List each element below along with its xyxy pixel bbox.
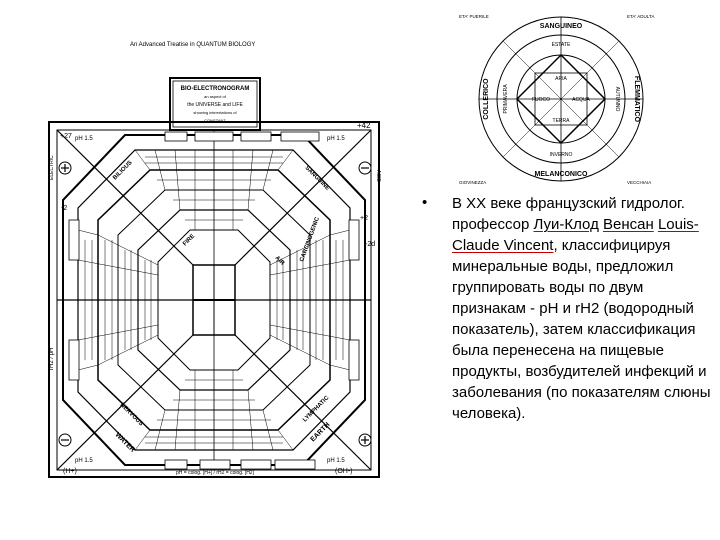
side-label-bottom-left: (H+)	[63, 468, 77, 475]
left-scale-label: -2	[61, 205, 67, 212]
element-left: FUOCO	[532, 97, 550, 103]
temperaments-diagram: SANGUINEO MELANCONICO COLLERICO FLEMMATI…	[455, 10, 667, 188]
season-bottom: INVERNO	[550, 152, 573, 158]
temperament-bottom: MELANCONICO	[535, 171, 588, 178]
title-box-line2: an aspect of	[204, 94, 227, 99]
temperament-left: COLLERICO	[483, 78, 490, 120]
bullet-marker: •	[422, 194, 428, 211]
link-louis-claude-ru[interactable]: Луи-Клод	[533, 216, 599, 233]
right-mid-label: +42	[357, 121, 371, 130]
bio-electronogram-figure: An Advanced Treatise in QUANTUM BIOLOGY …	[35, 40, 393, 480]
age-bottom-right: VECCHIAIA	[627, 180, 651, 185]
temperament-right: FLEMMATICO	[633, 76, 640, 123]
side-label-right: ACID	[375, 170, 381, 182]
element-right: ACQUA	[572, 97, 590, 103]
bullet-text-part1: В XX веке французский гидролог. профессо…	[452, 195, 685, 233]
right-scale-label: +2	[360, 215, 368, 222]
bullet-text: В XX веке французский гидролог. профессо…	[452, 193, 714, 424]
title-box-line3: the UNIVERSE and LIFE	[187, 102, 243, 108]
side-label-left: ELECTRIC	[49, 155, 55, 180]
age-top-right: ETA' ADULTA	[627, 14, 654, 19]
title-box-line4: showing interrelations of	[193, 110, 237, 115]
season-right: AUTUNNO	[614, 87, 620, 112]
temperament-top: SANGUINEO	[540, 23, 583, 30]
element-bottom: TERRA	[553, 118, 571, 124]
link-vincent-ru[interactable]: Венсан	[603, 216, 654, 233]
corner-label-top-left: pH 1.5	[75, 136, 93, 142]
side-label-bottom: rH2 / pH	[49, 348, 55, 370]
corner-label-top-right: pH 1.5	[327, 136, 345, 142]
corner-label-bottom-left: pH 1.5	[75, 458, 93, 464]
figure-caption: An Advanced Treatise in QUANTUM BIOLOGY	[130, 42, 255, 48]
bullet-text-part4: , классифицируя минеральные воды, предло…	[452, 237, 711, 422]
age-top-left: ETA' PUERILE	[459, 14, 489, 19]
link-louis-claude-vincent[interactable]: Louis-Claude Vincent	[452, 216, 699, 254]
season-top: ESTATE	[552, 42, 571, 48]
left-mid-label: +27	[60, 133, 72, 140]
bottom-formula: pH = colog. [H+] / rH2 = colog. [H2]	[176, 470, 255, 476]
age-bottom-left: GIOVINEZZA	[459, 180, 486, 185]
title-box-line5: CONSTANT	[204, 118, 226, 123]
corner-label-bottom-right: pH 1.5	[327, 458, 345, 464]
side-label-bottom-right: (OH-)	[335, 468, 353, 475]
right-scale-label-2: -2d	[365, 241, 375, 248]
season-left: PRIMAVERA	[503, 84, 509, 114]
title-box-line1: BIO-ELECTRONOGRAM	[181, 86, 250, 92]
element-top: ARIA	[555, 76, 567, 82]
